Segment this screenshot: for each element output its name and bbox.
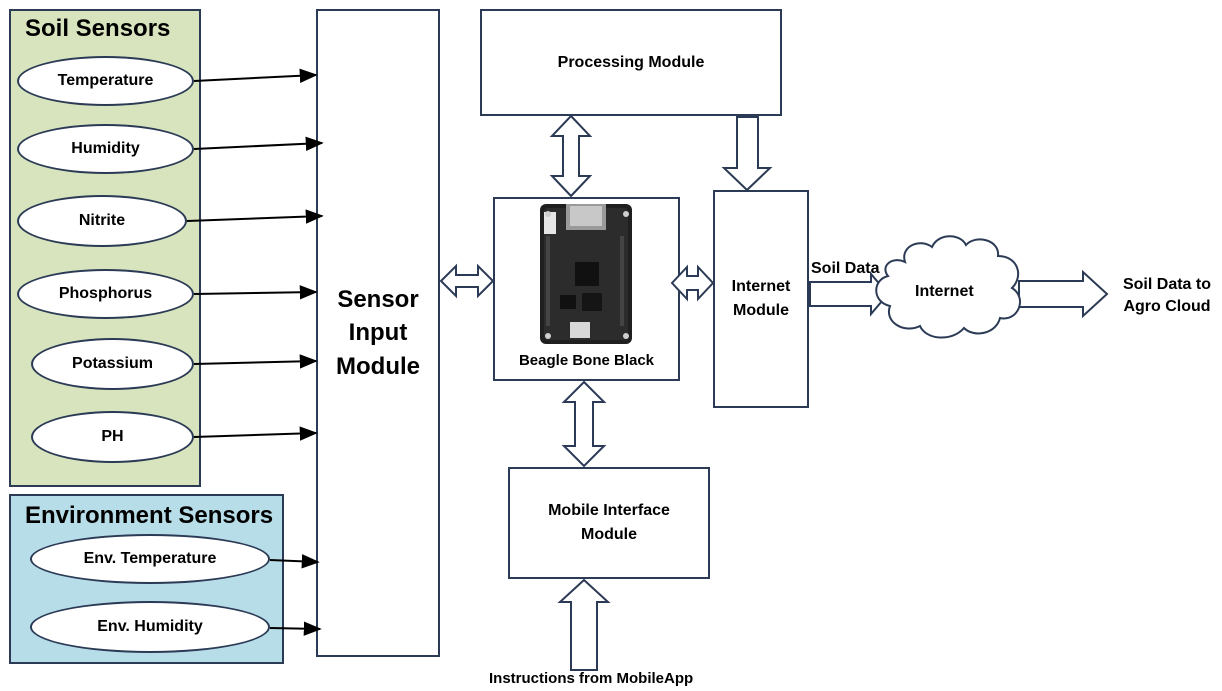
internet-cloud-icon <box>875 235 1021 339</box>
sensor-env-temperature: Env. Temperature <box>30 534 270 584</box>
sensor-temperature: Temperature <box>17 56 194 106</box>
arrow-env-temperature <box>269 554 320 569</box>
mobile-interface-module-label: Mobile Interface Module <box>548 502 670 543</box>
sensor-ph: PH <box>31 411 194 463</box>
arrow-temperature <box>193 68 318 83</box>
agro-cloud-label: Soil Data to Agro Cloud <box>1122 276 1211 315</box>
sensor-humidity: Humidity <box>17 124 194 174</box>
double-arrow-board-mobile <box>561 380 607 468</box>
arrow-cloud-agro <box>1018 269 1109 319</box>
processing-module-label: Processing Module <box>557 53 705 71</box>
arrow-instructions-mobile <box>557 578 611 671</box>
sensor-input-module-label: Sensor Input Module <box>336 285 420 380</box>
double-arrow-processing-board <box>549 114 593 198</box>
double-arrow-board-internet <box>670 264 715 302</box>
double-arrow-input-board <box>439 263 495 299</box>
arrow-ph <box>193 426 318 441</box>
sensor-nitrite: Nitrite <box>17 195 187 247</box>
arrow-humidity <box>193 136 324 151</box>
sensor-input-module: Sensor Input Module <box>316 9 440 657</box>
arrow-internet-module-cloud <box>809 271 890 317</box>
arrow-phosphorus <box>193 285 318 300</box>
soil-data-label: Soil Data <box>811 260 880 277</box>
arrow-processing-internet <box>721 116 773 192</box>
arrow-potassium <box>193 354 318 369</box>
mobile-interface-module: Mobile Interface Module <box>508 467 710 579</box>
instructions-label: Instructions from MobileApp <box>489 670 694 687</box>
beagle-bone-black-label: Beagle Bone Black <box>518 352 655 369</box>
internet-module-label: Internet Module <box>731 278 791 319</box>
sensor-phosphorus: Phosphorus <box>17 269 194 319</box>
sensor-potassium: Potassium <box>31 338 194 390</box>
internet-module: Internet Module <box>713 190 809 408</box>
processing-module: Processing Module <box>480 9 782 116</box>
internet-cloud-label: Internet <box>915 283 974 300</box>
environment-sensors-title: Environment Sensors <box>25 502 274 529</box>
soil-sensors-title: Soil Sensors <box>25 15 171 42</box>
arrow-nitrite <box>186 209 324 224</box>
sensor-env-humidity: Env. Humidity <box>30 601 270 653</box>
arrow-env-humidity <box>269 621 322 636</box>
